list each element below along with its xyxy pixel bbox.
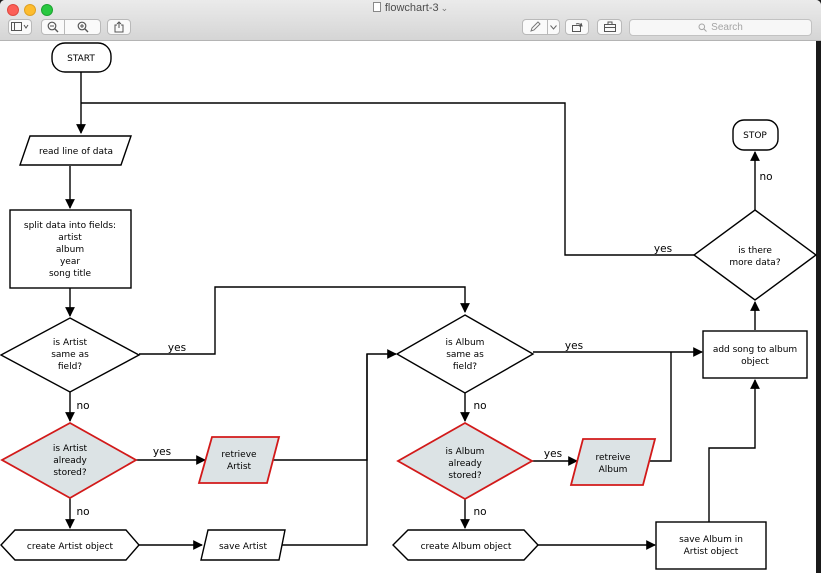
title-bar: flowchart-3⌄ Search bbox=[0, 0, 821, 41]
more-data-label-line: more data? bbox=[729, 258, 780, 268]
edge-artist-same-yes bbox=[139, 286, 470, 355]
label-yes: yes bbox=[153, 446, 171, 458]
window-title-text: flowchart-3 bbox=[384, 2, 439, 14]
edge-save-artist-album bbox=[282, 349, 397, 546]
zoom-in-icon bbox=[77, 21, 88, 33]
stop-node bbox=[732, 119, 779, 151]
label-no: no bbox=[76, 506, 89, 518]
save-artist-node bbox=[200, 529, 286, 561]
label-no: no bbox=[759, 171, 772, 183]
create-artist-node bbox=[0, 529, 140, 561]
retrieve-album-label-line: Album bbox=[599, 465, 628, 475]
split-data-node bbox=[9, 209, 132, 289]
create-album-node bbox=[392, 529, 539, 561]
search-field[interactable]: Search bbox=[629, 19, 812, 36]
document-canvas bbox=[0, 41, 816, 573]
split-label-line: year bbox=[60, 257, 80, 267]
label-yes: yes bbox=[168, 342, 186, 354]
is-more-data-node bbox=[692, 209, 818, 301]
right-edge bbox=[816, 41, 821, 573]
zoom-window-button[interactable] bbox=[41, 4, 53, 16]
retrieve-artist-label-line: Artist bbox=[227, 462, 252, 472]
edge-retrieve-artist-album bbox=[267, 354, 368, 461]
add-song-label-line: object bbox=[741, 357, 769, 367]
search-placeholder: Search bbox=[711, 22, 743, 33]
stop-label: STOP bbox=[743, 131, 767, 141]
edge-retrieve-album-add bbox=[643, 352, 672, 462]
share-icon bbox=[114, 21, 124, 33]
is-album-stored-node bbox=[396, 421, 534, 501]
pen-icon bbox=[530, 21, 541, 32]
retrieve-album-node bbox=[569, 438, 657, 486]
split-label-line: album bbox=[56, 245, 84, 255]
split-label-line: artist bbox=[58, 233, 82, 243]
album-stored-label-line: is Album bbox=[446, 447, 485, 457]
album-stored-label-line: already bbox=[448, 459, 482, 469]
is-artist-same-node bbox=[0, 317, 141, 393]
chevron-down-icon: ⌄ bbox=[440, 3, 449, 13]
create-album-label: create Album object bbox=[421, 542, 512, 552]
read-line-node bbox=[19, 135, 132, 166]
edge-more-yes-loop bbox=[81, 102, 695, 256]
document-icon bbox=[372, 2, 381, 12]
minimize-window-button[interactable] bbox=[24, 4, 36, 16]
start-label: START bbox=[67, 54, 95, 64]
album-stored-label-line: stored? bbox=[448, 471, 481, 481]
save-artist-label: save Artist bbox=[219, 542, 268, 552]
artist-same-label-line: is Artist bbox=[53, 338, 88, 348]
artist-stored-label-line: is Artist bbox=[53, 444, 88, 454]
retrieve-album-label-line: retreive bbox=[596, 453, 631, 463]
read-line-label: read line of data bbox=[39, 147, 113, 157]
label-yes: yes bbox=[654, 243, 672, 255]
sidebar-toggle-button[interactable] bbox=[8, 19, 32, 35]
artist-stored-label-line: already bbox=[53, 456, 87, 466]
album-same-label-line: field? bbox=[453, 362, 477, 372]
close-window-button[interactable] bbox=[7, 4, 19, 16]
start-node bbox=[51, 42, 112, 73]
zoom-out-icon bbox=[47, 21, 59, 33]
add-song-label-line: add song to album bbox=[713, 345, 797, 355]
share-button[interactable] bbox=[107, 19, 131, 35]
markup-pen-button[interactable] bbox=[522, 19, 548, 35]
search-icon bbox=[698, 23, 708, 32]
album-same-label-line: same as bbox=[446, 350, 484, 360]
save-album-label-line: save Album in bbox=[679, 535, 743, 545]
artist-same-label-line: field? bbox=[58, 362, 82, 372]
label-yes: yes bbox=[565, 340, 583, 352]
chevron-down-icon bbox=[550, 24, 557, 30]
retrieve-artist-node bbox=[197, 436, 281, 484]
rotate-button[interactable] bbox=[565, 19, 589, 35]
label-yes: yes bbox=[544, 448, 562, 460]
window-title[interactable]: flowchart-3⌄ bbox=[0, 2, 821, 14]
markup-menu-button[interactable] bbox=[547, 19, 560, 35]
retrieve-artist-label-line: retrieve bbox=[221, 450, 257, 460]
artist-same-label-line: same as bbox=[51, 350, 89, 360]
save-album-node bbox=[655, 521, 767, 570]
more-data-label-line: is there bbox=[738, 246, 772, 256]
rotate-icon bbox=[571, 22, 583, 32]
sidebar-icon bbox=[11, 22, 29, 31]
label-no: no bbox=[473, 506, 486, 518]
label-no: no bbox=[473, 400, 486, 412]
zoom-in-button[interactable] bbox=[64, 19, 101, 35]
album-same-label-line: is Album bbox=[446, 338, 485, 348]
toolbox-button[interactable] bbox=[597, 19, 622, 35]
artist-stored-label-line: stored? bbox=[53, 468, 86, 478]
split-label-line: split data into fields: bbox=[24, 221, 116, 231]
is-album-same-node bbox=[395, 314, 535, 394]
edge-save-album-add bbox=[708, 379, 760, 522]
add-song-node bbox=[702, 330, 808, 379]
save-album-label-line: Artist object bbox=[684, 547, 739, 557]
label-no: no bbox=[76, 400, 89, 412]
is-artist-stored-node bbox=[0, 421, 138, 500]
split-label-line: song title bbox=[49, 269, 92, 279]
create-artist-label: create Artist object bbox=[27, 542, 114, 552]
toolbox-icon bbox=[603, 21, 616, 32]
